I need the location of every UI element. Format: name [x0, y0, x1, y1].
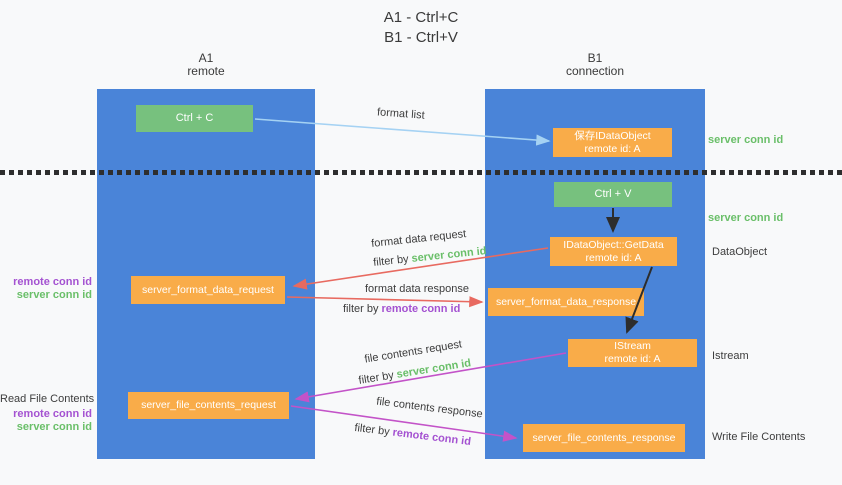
istream-side-label: Istream	[712, 350, 749, 362]
column-a-subtitle: remote	[187, 64, 225, 78]
filter-prefix: filter by	[353, 421, 391, 439]
ctrl-v-box: Ctrl + V	[554, 182, 672, 207]
server-conn-id-label-mid: server conn id	[708, 212, 784, 224]
save-idataobject-box: 保存IDataObject remote id: A	[553, 128, 672, 157]
file-response-label: server_file_contents_response	[532, 431, 676, 444]
getdata-line1: IDataObject::GetData	[563, 238, 664, 251]
diagram-title: A1 - Ctrl+C B1 - Ctrl+V	[0, 8, 842, 48]
column-b-header: B1 connection	[485, 52, 705, 78]
save-idataobject-line2: remote id: A	[584, 142, 641, 155]
copy-paste-separator-dotted-line	[0, 170, 842, 175]
getdata-line2: remote id: A	[585, 251, 642, 264]
server-conn-id-label-1: server conn id	[16, 289, 92, 301]
ctrl-v-label: Ctrl + V	[594, 188, 632, 200]
server-conn-id-label-2: server conn id	[16, 421, 92, 433]
server-file-contents-response-box: server_file_contents_response	[523, 424, 685, 452]
filter-remote-conn-id: remote conn id	[381, 303, 461, 315]
dataobject-label: DataObject	[712, 246, 768, 258]
ctrl-c-label: Ctrl + C	[175, 112, 214, 124]
write-file-contents-label: Write File Contents	[712, 431, 806, 443]
istream-box: IStream remote id: A	[568, 339, 697, 367]
remote-conn-id-label-1: remote conn id	[13, 276, 92, 288]
read-file-contents-label: Read File Contents	[0, 393, 95, 405]
column-b-name: B1	[587, 51, 603, 65]
istream-line1: IStream	[614, 340, 651, 352]
server-file-contents-request-box: server_file_contents_request	[128, 392, 289, 419]
title-line-2: B1 - Ctrl+V	[384, 29, 458, 46]
format-conn-id-pair: remote conn id server conn id	[0, 276, 92, 302]
idataobject-getdata-box: IDataObject::GetData remote id: A	[550, 237, 677, 266]
filter-server-conn-id: server conn id	[395, 357, 472, 381]
format-response-label: server_format_data_response	[495, 295, 637, 308]
filter-remote-conn-id: remote conn id	[391, 426, 472, 449]
file-request-label: server_file_contents_request	[141, 399, 276, 411]
save-idataobject-line1: 保存IDataObject	[574, 129, 651, 142]
server-format-data-response-box: server_format_data_response	[488, 288, 644, 316]
format-data-request-label: format data request	[370, 228, 467, 250]
istream-line2: remote id: A	[604, 353, 661, 365]
column-a-name: A1	[198, 51, 214, 65]
filter-prefix: filter by	[357, 369, 395, 387]
filter-server-conn-id: server conn id	[410, 245, 487, 265]
format-data-response-label: format data response	[365, 283, 469, 295]
title-line-1: A1 - Ctrl+C	[383, 9, 459, 26]
file-contents-response-label: file contents response	[375, 395, 484, 421]
server-conn-id-label-top: server conn id	[708, 134, 784, 146]
column-a-header: A1 remote	[97, 52, 315, 78]
ctrl-c-box: Ctrl + C	[136, 105, 253, 132]
remote-conn-id-label-2: remote conn id	[13, 408, 92, 420]
column-b-subtitle: connection	[565, 64, 625, 78]
filter-prefix: filter by	[343, 303, 379, 315]
format-data-response-arrow	[286, 296, 484, 308]
file-conn-id-pair: remote conn id server conn id	[0, 408, 92, 434]
format-list-label: format list	[376, 106, 426, 122]
server-format-data-request-box: server_format_data_request	[131, 276, 285, 304]
filter-prefix: filter by	[372, 253, 410, 269]
format-request-label: server_format_data_request	[142, 283, 274, 296]
